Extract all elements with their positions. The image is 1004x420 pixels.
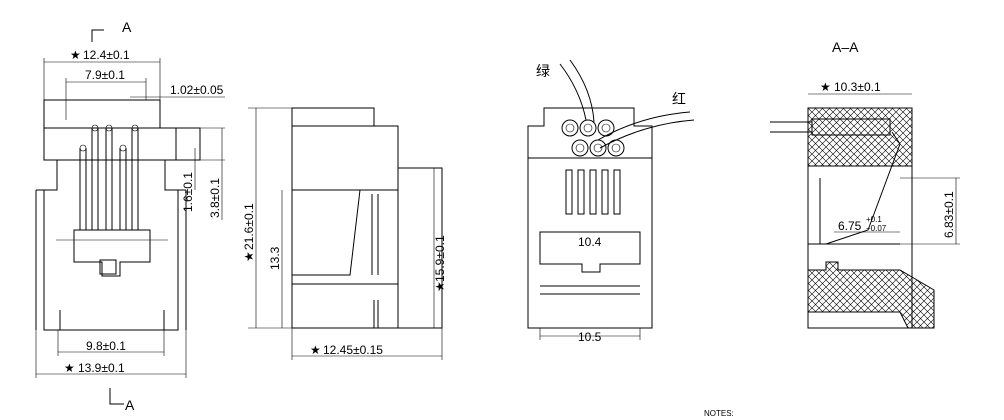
label-red-wire: 红 — [672, 91, 686, 107]
spring-contact — [825, 131, 901, 245]
dim-pin-offset: 1.6±0.1 — [181, 172, 195, 212]
front-flanges — [35, 189, 187, 330]
front-body-outline — [43, 99, 201, 331]
contact-slots — [565, 169, 621, 215]
section-wire — [770, 121, 812, 133]
dim-pin-height: 3.8±0.1 — [208, 178, 222, 218]
dim-outer-width: 13.9±0.1 — [78, 361, 125, 375]
dim-total-height: 21.6±0.1 — [242, 203, 256, 250]
dim-right-height: 15.9±0.1 — [433, 235, 447, 282]
section-view: A–A ★ 10.3±0.1 6.83±0.1 6.75 +0.1 −0.07 — [770, 39, 960, 329]
star-mark: ★ — [242, 251, 256, 262]
dim-contact-offset: 6.75 — [838, 219, 862, 233]
dim-depth: 12.45±0.15 — [323, 343, 383, 357]
side-body-outline — [291, 107, 443, 329]
dim-opening-width: 10.4 — [578, 235, 602, 249]
hatched-top — [807, 107, 913, 167]
notes-label: NOTES: — [704, 409, 734, 418]
star-mark: ★ — [820, 80, 831, 94]
dim-contact-height: 6.83±0.1 — [942, 191, 956, 238]
dim-mid-height: 13.3 — [268, 246, 282, 270]
section-mark-bottom: A — [125, 397, 135, 413]
rear-view: 绿 红 10.4 10.5 — [527, 59, 695, 344]
plug-opening — [73, 229, 151, 277]
star-mark: ★ — [310, 343, 321, 357]
section-title: A–A — [832, 39, 859, 55]
latch-slot — [99, 259, 117, 275]
dim-pin-pitch: 1.02±0.05 — [170, 83, 224, 97]
label-green-wire: 绿 — [536, 63, 550, 79]
dim-width-top: 12.4±0.1 — [83, 48, 130, 62]
section-arrow-bottom — [109, 388, 124, 405]
dim-pitch-width: 7.9±0.1 — [85, 68, 125, 82]
dim-base-width: 10.5 — [578, 330, 602, 344]
star-mark: ★ — [70, 48, 81, 62]
side-cavity — [292, 189, 361, 276]
wire-holes — [561, 119, 625, 157]
red-wire — [597, 111, 695, 149]
tol-minus: −0.07 — [866, 224, 887, 233]
hatched-bottom — [807, 261, 935, 329]
wire-clamp — [811, 118, 891, 136]
side-view: ★ 21.6±0.1 13.3 ★ 15.9±0.1 ★ 12.45±0.15 — [242, 107, 447, 360]
section-outline — [807, 107, 913, 329]
rear-opening — [539, 231, 641, 273]
dim-inner-width: 9.8±0.1 — [86, 339, 126, 353]
section-arrow-top — [91, 29, 104, 42]
star-mark: ★ — [433, 281, 447, 292]
dim-top-width: 10.3±0.1 — [834, 80, 881, 94]
rear-body-outline — [527, 107, 653, 329]
front-view: A A ★ 12.4±0.1 7.9±0.1 — [35, 19, 225, 413]
star-mark: ★ — [64, 361, 75, 375]
section-mark-top: A — [122, 19, 132, 35]
tol-plus: +0.1 — [866, 215, 882, 224]
green-wire — [559, 59, 595, 123]
contact-pins — [79, 124, 139, 230]
front-top-block — [43, 127, 177, 161]
